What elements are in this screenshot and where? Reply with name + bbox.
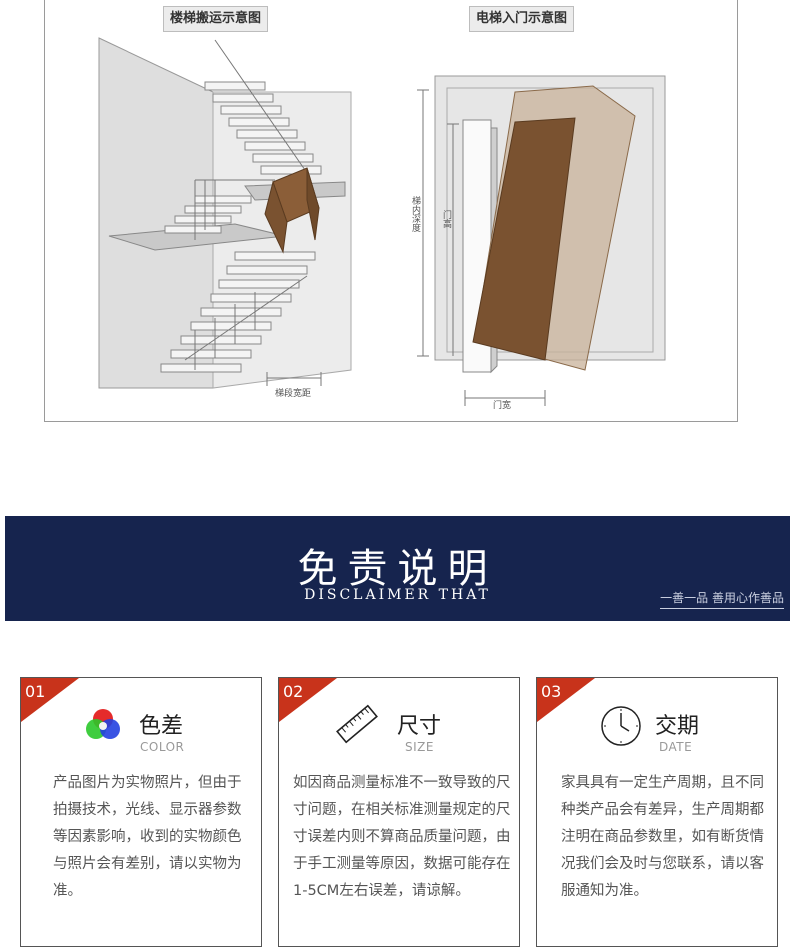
middle-stair-flight bbox=[164, 195, 252, 234]
card-subtitle: DATE bbox=[659, 740, 693, 754]
ruler-icon bbox=[336, 704, 378, 744]
card-title: 色差 bbox=[139, 714, 184, 739]
lower-stair-flight bbox=[160, 251, 316, 373]
card-subtitle: COLOR bbox=[140, 740, 185, 754]
card-text: 家具具有一定生产周期，且不同种类产品会有差异，生产周期都注明在商品参数里，如有断… bbox=[561, 775, 764, 899]
disclaimer-banner: 免责说明 DISCLAIMER THAT 一善一品 善用心作善品 bbox=[5, 516, 790, 621]
elevator-dimensions bbox=[417, 89, 546, 406]
banner-title: 免责说明 bbox=[297, 546, 498, 592]
elevator-diagram-title: 电梯入门示意图 bbox=[469, 6, 575, 32]
card-subtitle: SIZE bbox=[405, 740, 434, 754]
card-number: 03 bbox=[541, 682, 562, 701]
card-corner bbox=[537, 678, 595, 722]
elevator-wardrobe bbox=[472, 85, 636, 371]
upper-stair-flight bbox=[204, 81, 322, 175]
card-corner bbox=[21, 678, 79, 722]
clock-icon bbox=[601, 706, 641, 746]
elevator-depth-label: 梯内深度 bbox=[410, 196, 420, 232]
stairs-box bbox=[264, 167, 320, 254]
color-circles-icon bbox=[86, 709, 120, 739]
card-color: 01 色差 COLOR 产品图片为实物照片，但由于拍摄技术，光线、显示器参数等因… bbox=[20, 677, 262, 947]
stairs-diagram-title: 楼梯搬运示意图 bbox=[163, 6, 269, 32]
stair-railing bbox=[184, 39, 308, 370]
moving-diagram: 楼梯搬运示意图 电梯入门示意图 梯段宽距 梯内深度 门高 门宽 bbox=[44, 0, 738, 422]
banner-slogan: 一善一品 善用心作善品 bbox=[660, 589, 784, 609]
door-height-label: 门高 bbox=[441, 210, 451, 228]
card-number: 02 bbox=[283, 682, 304, 701]
card-title: 交期 bbox=[655, 714, 700, 739]
card-text: 产品图片为实物照片，但由于拍摄技术，光线、显示器参数等因素影响，收到的实物颜色与… bbox=[53, 775, 242, 899]
card-title: 尺寸 bbox=[397, 714, 442, 739]
card-corner bbox=[279, 678, 337, 722]
stair-width-label: 梯段宽距 bbox=[275, 389, 312, 399]
card-text: 如因商品测量标准不一致导致的尺寸问题，在相关标准测量规定的尺寸误差内则不算商品质… bbox=[293, 775, 511, 899]
card-date: 03 交期 DATE 家具具有一定生产周期，且不同种类产品会有差异，生产周期都注… bbox=[536, 677, 778, 947]
banner-subtitle: DISCLAIMER THAT bbox=[304, 587, 491, 603]
card-size: 02 尺寸 SIZE 如因商品测量标准不一致导致的尺寸问题，在相关标准测量规定的… bbox=[278, 677, 520, 947]
door-width-label: 门宽 bbox=[493, 401, 512, 411]
card-number: 01 bbox=[25, 682, 46, 701]
diagram-illustration bbox=[98, 37, 666, 406]
